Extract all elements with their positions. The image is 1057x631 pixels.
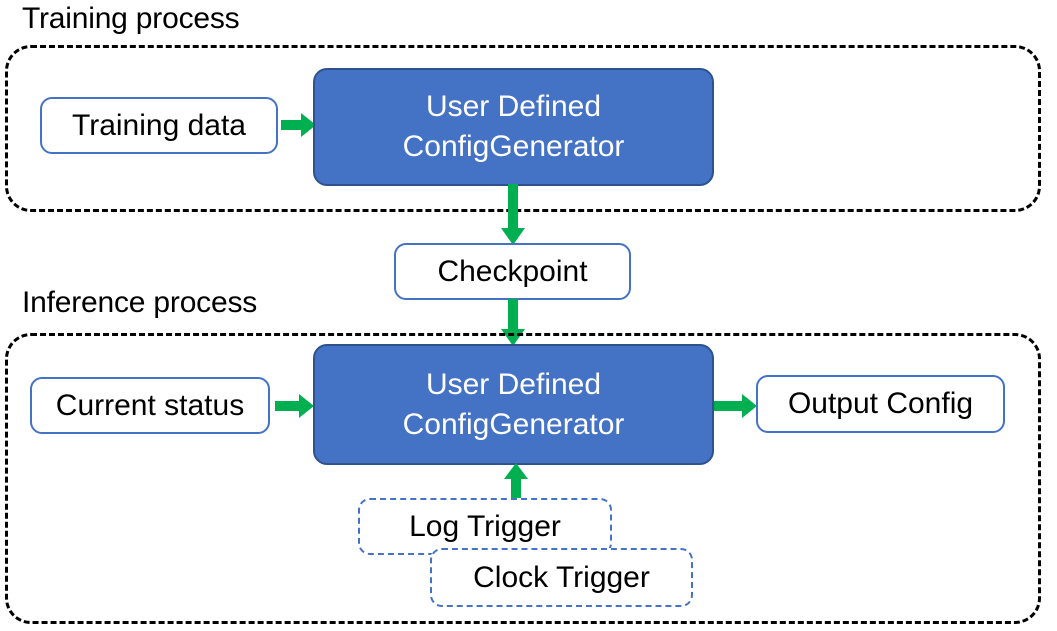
inference-process-container	[5, 333, 1041, 624]
training-generator-label-line2: ConfigGenerator	[402, 130, 625, 163]
training-generator-label-line1: User Defined	[425, 90, 602, 123]
checkpoint-node[interactable]: Checkpoint	[394, 243, 631, 300]
checkpoint-label: Checkpoint	[437, 254, 588, 288]
training-process-title: Training process	[22, 2, 240, 35]
output-config-label: Output Config	[787, 387, 974, 420]
clock-trigger-node[interactable]: Clock Trigger	[430, 548, 693, 607]
clock-trigger-label: Clock Trigger	[473, 560, 650, 594]
training-config-generator-node[interactable]: User Defined ConfigGenerator	[313, 68, 714, 186]
inference-config-generator-node[interactable]: User Defined ConfigGenerator	[313, 344, 714, 465]
log-trigger-label: Log Trigger	[409, 509, 561, 543]
training-data-node[interactable]: Training data	[40, 97, 278, 154]
training-data-label: Training data	[72, 108, 246, 142]
inference-process-title: Inference process	[22, 286, 258, 319]
inference-generator-label-line1: User Defined	[425, 367, 602, 401]
log-trigger-node[interactable]: Log Trigger	[358, 498, 612, 555]
current-status-node[interactable]: Current status	[30, 377, 270, 434]
output-config-node[interactable]: Output Config	[756, 375, 1005, 433]
inference-generator-label-line2: ConfigGenerator	[402, 407, 625, 441]
current-status-label: Current status	[55, 388, 245, 422]
